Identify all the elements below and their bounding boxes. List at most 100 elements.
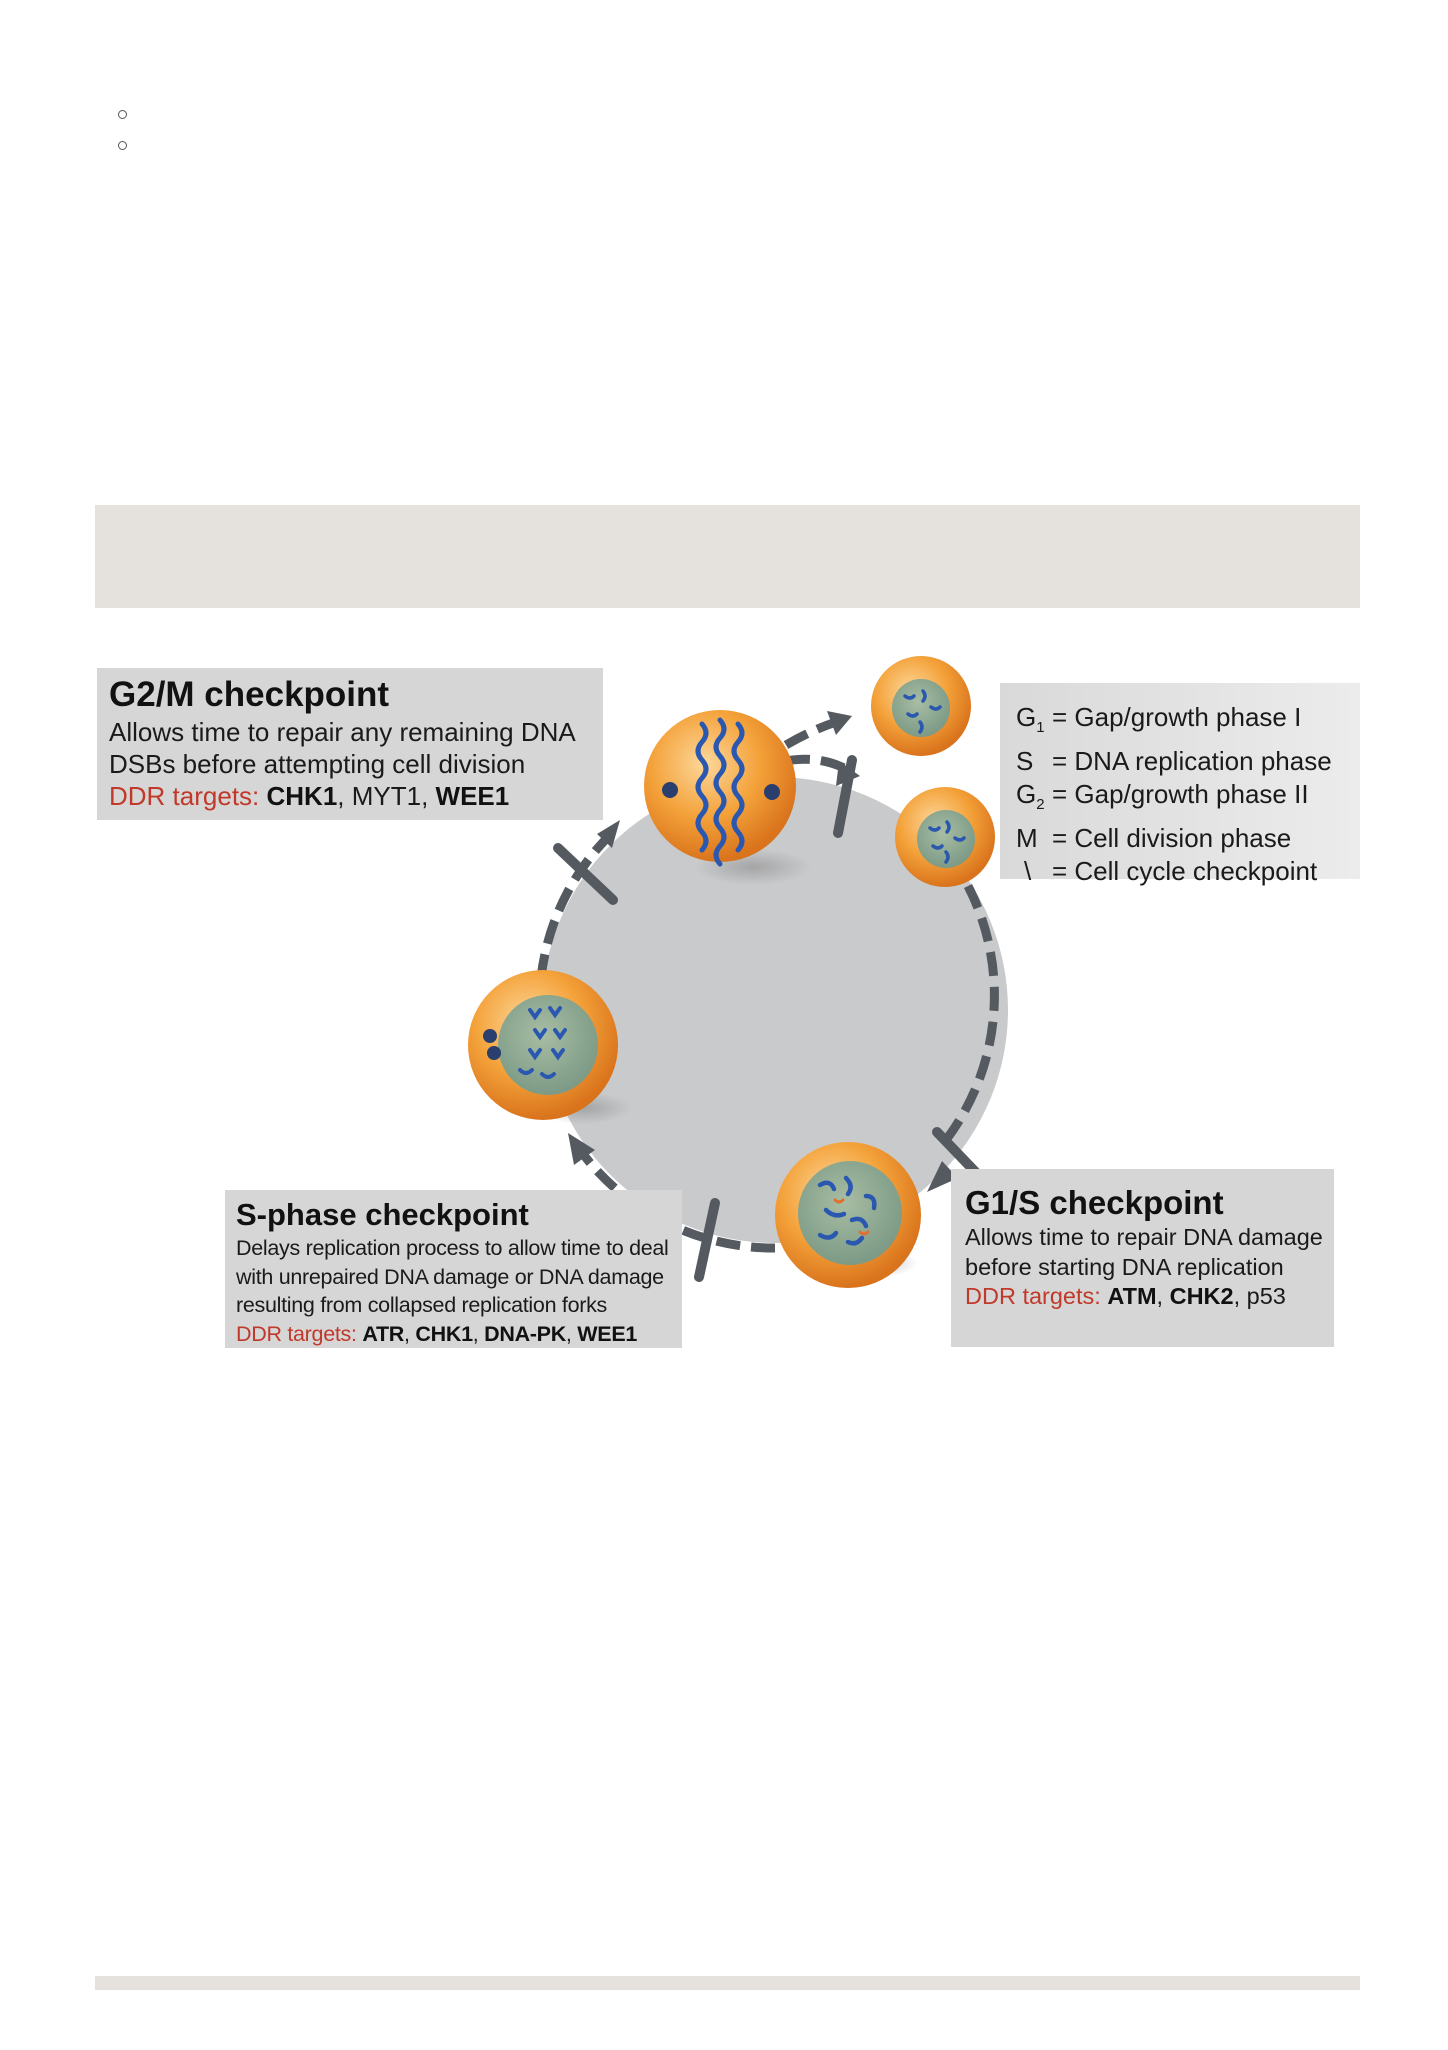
chromosome-icon [843,1175,853,1197]
separator: , [1156,1283,1170,1309]
chromosome-icon [823,1207,847,1218]
arrow-head-icon [597,820,620,848]
chromosome-icon [921,689,927,703]
cycle-arc-g1 [942,883,999,1143]
target-p53: p53 [1246,1283,1286,1309]
legend-row-g1: G1 = Gap/growth phase I [1016,701,1344,745]
s-phase-ddr-targets: DDR targets: ATR, CHK1, DNA-PK, WEE1 [236,1320,671,1349]
chromosome-icon [695,721,709,853]
legend-text: = Gap/growth phase II [1052,779,1309,810]
chromosome-icon [845,1235,865,1246]
g1s-checkpoint-box: G1/S checkpoint Allows time to repair DN… [951,1169,1334,1347]
ddr-targets-label: DDR targets: [965,1283,1101,1309]
chromosome-icon [931,844,944,850]
chromosome-icon [540,1072,556,1079]
g2m-ddr-targets: DDR targets: CHK1, MYT1, WEE1 [109,780,591,812]
g1s-title: G1/S checkpoint [965,1184,1224,1221]
s-phase-description-line3: resulting from collapsed replication for… [236,1293,607,1317]
cell-cycle-disc [542,777,1008,1243]
separator: , [1233,1283,1247,1309]
legend-text: = Gap/growth phase I [1052,702,1302,732]
chromosome-icon [953,836,966,842]
separator: , [337,781,352,811]
target-chk1: CHK1 [415,1321,473,1346]
g2m-checkpoint-box: G2/M checkpoint Allows time to repair an… [97,668,603,820]
chromosome-icon [551,1048,565,1061]
checkpoint-bar-icon [694,1198,720,1282]
legend-symbol: G [1016,702,1037,732]
bullet-circle-icon [118,110,127,119]
s-phase-title: S-phase checkpoint [236,1197,529,1232]
legend-row-s: S = DNA replication phase [1016,745,1344,779]
target-atr: ATR [362,1321,405,1346]
cell-icon [468,970,618,1120]
legend-subscript: 1 [1036,719,1045,737]
legend-box: G1= Gap/growth phase I S= DNA replicatio… [1000,683,1360,886]
chromosome-icon [731,721,745,853]
chromosome-icon [929,705,942,711]
g2m-description-line2: DSBs before attempting cell division [109,749,526,779]
legend-row-g2: G2= Gap/growth phase II [1016,778,1344,822]
target-chk1: CHK1 [266,781,338,811]
chromosome-icon [817,1180,837,1192]
legend-symbol: M [1016,822,1038,853]
checkpoint-bar-icon [833,755,857,838]
target-myt1: MYT1 [351,781,422,811]
legend-row-m: M = Cell division phase [1016,822,1344,856]
cycle-arc-s-to-g2 [536,829,616,979]
footer-band [95,1976,1360,1990]
g2m-title: G2/M checkpoint [109,675,390,714]
bullet-circle-icon [118,141,127,150]
chromosome-icon [863,1193,877,1211]
chromosome-icon [928,826,941,832]
chromosome-icon [918,720,924,734]
target-chk2: CHK2 [1169,1283,1234,1309]
separator: , [565,1321,578,1346]
chromosome-icon [849,1216,869,1229]
chromosome-icon [903,694,916,700]
chromosome-icon [945,820,951,834]
arrow-head-icon [927,1161,958,1192]
legend-text: = Cell division phase [1052,822,1292,853]
cycle-arc-m-to-daughter [783,717,838,749]
checkpoint-bar-icon [553,843,618,905]
chromosome-icon [518,1068,534,1075]
cell-icon [871,656,971,756]
cell-icon [775,1142,921,1288]
legend-symbol: \ [1024,856,1032,887]
g1s-ddr-targets: DDR targets: ATM, CHK2, p53 [965,1282,1320,1312]
g2m-description-line1: Allows time to repair any remaining DNA [109,717,576,747]
chromosome-icon [906,712,919,718]
chromosome-icon [528,1048,542,1061]
arrow-head-icon [568,1133,595,1165]
header-band [95,505,1360,608]
chromosome-icon [548,1006,562,1019]
ddr-targets-label: DDR targets: [109,781,260,811]
legend-symbol: G [1016,779,1037,810]
s-phase-description-line2: with unrepaired DNA damage or DNA damage [236,1264,664,1289]
g1s-description-line1: Allows time to repair DNA damage [965,1224,1323,1250]
target-wee1: WEE1 [435,781,510,811]
target-dna-pk: DNA-PK [484,1321,566,1346]
legend-row-checkpoint: \ = Cell cycle checkpoint [1016,855,1344,889]
g1s-description-line2: before starting DNA replication [965,1253,1284,1280]
separator: , [472,1321,485,1346]
target-atm: ATM [1107,1283,1157,1309]
chromosome-icon [528,1008,542,1021]
target-wee1: WEE1 [577,1321,638,1346]
cell-icon [644,710,796,867]
cell-icon [895,787,995,887]
arrow-head-icon [827,711,852,735]
chromosome-icon [713,717,727,867]
chromosome-icon [817,1230,839,1240]
legend-text: = DNA replication phase [1052,745,1332,776]
legend-symbol: S [1016,745,1034,776]
chromosome-icon [553,1028,567,1041]
s-phase-checkpoint-box: S-phase checkpoint Delays replication pr… [225,1190,682,1348]
chromosome-icon [944,850,950,864]
s-phase-description-line1: Delays replication process to allow time… [236,1236,669,1260]
separator: , [421,781,436,811]
legend-text: = Cell cycle checkpoint [1052,856,1318,887]
chromosome-icon [533,1028,547,1041]
